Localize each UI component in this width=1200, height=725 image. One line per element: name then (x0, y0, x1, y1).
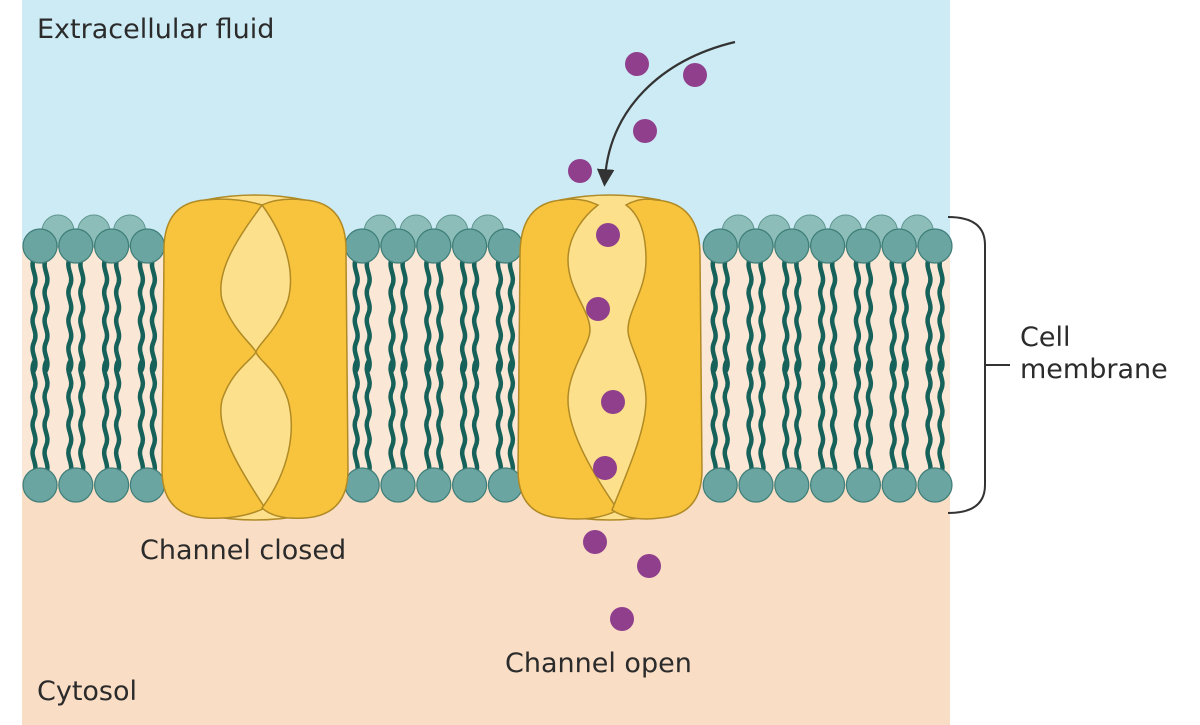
phospholipid-head (809, 467, 846, 503)
phospholipid-head (845, 228, 882, 264)
phospholipid-heads-outer-leaflet (22, 228, 953, 264)
phospholipid-head (129, 228, 165, 264)
phospholipid-head (881, 228, 917, 264)
phospholipid-head (344, 467, 380, 503)
phospholipid-head (380, 228, 416, 264)
phospholipid-head (416, 467, 452, 503)
phospholipid-head (702, 228, 738, 264)
ion (596, 223, 620, 247)
phospholipid-head (738, 228, 774, 264)
phospholipid-head (917, 228, 953, 264)
open-channel-protein (517, 194, 703, 521)
phospholipid-head (917, 467, 953, 503)
phospholipid-head (774, 228, 810, 264)
phospholipid-head (380, 467, 416, 503)
ion (610, 607, 634, 631)
channel-open-label: Channel open (505, 648, 692, 679)
phospholipid-head (452, 467, 488, 503)
phospholipid-head (93, 467, 130, 503)
phospholipid-head (58, 467, 94, 503)
ion-flow-arrow (596, 40, 736, 187)
phospholipid-head (809, 228, 846, 264)
phospholipid-head (58, 228, 94, 264)
open-channel-right-subunit (611, 198, 703, 520)
phospholipid-head (93, 228, 130, 264)
ion (586, 297, 610, 321)
phospholipid-head (881, 467, 917, 503)
phospholipid-head (452, 228, 488, 264)
phospholipid-head (774, 467, 810, 503)
closed-channel-right-subunit (255, 198, 349, 520)
open-channel-left-subunit (517, 198, 620, 520)
ion (683, 63, 707, 87)
cytosol-label: Cytosol (37, 676, 138, 707)
membrane-bracket (947, 216, 1010, 514)
phospholipid-head (487, 228, 523, 264)
phospholipid-head (845, 467, 882, 503)
cell-membrane-label: Cell membrane (1020, 322, 1168, 387)
phospholipid-head (129, 467, 165, 503)
ion (633, 119, 657, 143)
phospholipid-head (22, 228, 58, 264)
phospholipid-head (702, 467, 738, 503)
closed-channel-protein (161, 194, 349, 521)
membrane-core (22, 245, 950, 485)
phospholipid-head (738, 467, 774, 503)
ion (625, 52, 649, 76)
phospholipid-heads-inner-leaflet (22, 467, 953, 503)
closed-channel-left-subunit (161, 198, 267, 520)
ion (637, 554, 661, 578)
phospholipid-head (344, 228, 380, 264)
phospholipid-head (22, 467, 58, 503)
ion (593, 456, 617, 480)
extracellular-fluid-region (22, 0, 950, 245)
extracellular-fluid-label: Extracellular fluid (37, 14, 275, 45)
phospholipid-head (416, 228, 452, 264)
ions (568, 52, 707, 631)
cell-membrane-label-line1: Cell (1020, 322, 1071, 353)
channel-closed-label: Channel closed (140, 535, 347, 566)
ion (583, 530, 607, 554)
phospholipid-head (487, 467, 523, 503)
ion (601, 390, 625, 414)
ion (568, 159, 592, 183)
cell-membrane-label-line2: membrane (1020, 354, 1168, 386)
